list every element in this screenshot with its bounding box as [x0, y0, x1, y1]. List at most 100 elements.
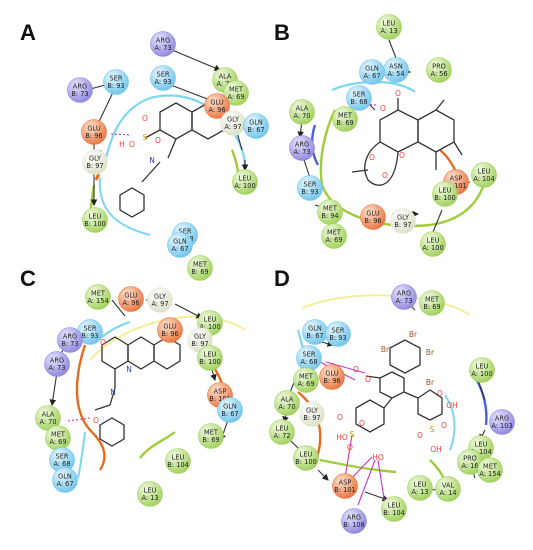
atom-label: O [93, 416, 99, 425]
residue-number: B: 67 [306, 332, 323, 340]
residue-name: ARG [295, 141, 309, 149]
residue-number: A: 56 [430, 70, 447, 78]
residue-number: B: 96 [161, 330, 178, 338]
residue-number: B: 97 [191, 340, 208, 348]
residue-number: A: 70 [216, 80, 233, 88]
panel-letter-a: A [20, 20, 36, 45]
residue-disc [204, 93, 230, 119]
residue-disc [419, 290, 445, 316]
atom-label: O [129, 140, 135, 149]
residue-number: A: 16 [461, 462, 478, 470]
residue-name: SER [157, 71, 170, 79]
residue-name: PRO [432, 63, 446, 71]
residue-number: B: 69 [191, 268, 208, 276]
residue-name: GLY [306, 407, 319, 415]
residue-disc [435, 476, 461, 502]
residue-name: GLY [154, 293, 167, 301]
residue-disc [420, 231, 446, 257]
residue-disc [489, 409, 515, 435]
atom-label: H [119, 140, 125, 149]
atom-label: N [149, 156, 155, 165]
residue-disc [67, 77, 93, 103]
residue-number: A: 100 [234, 182, 255, 190]
residue-disc [103, 69, 129, 95]
residue-name: LEU [172, 454, 185, 462]
residue-disc [157, 317, 183, 343]
residue-disc [391, 284, 417, 310]
residue-number: B: 100 [199, 358, 220, 366]
residue-name: LEU [388, 502, 401, 510]
residue-disc [165, 448, 191, 474]
residue-disc [147, 287, 173, 313]
atom-label: S [143, 133, 148, 142]
residue-name: ARG [495, 415, 509, 423]
residue-number: A: 69 [297, 380, 314, 388]
residue-disc [44, 351, 70, 377]
residue-disc [85, 284, 111, 310]
residue-number: B: 68 [350, 98, 367, 106]
residue-name: ALA [219, 73, 232, 81]
residue-name: VAL [442, 482, 455, 490]
residue-number: A: 100 [199, 323, 220, 331]
residue-number: A: 104 [470, 448, 491, 456]
residue-number: B: 100 [84, 220, 105, 228]
residue-name: LEU [89, 213, 102, 221]
atom-label: Br [409, 330, 418, 339]
residue-name: MET [327, 229, 342, 237]
residue-number: A: 104 [473, 175, 494, 183]
residue-name: GLN [249, 119, 263, 127]
residue-number: B: 96 [323, 377, 340, 385]
residue-number: B: 93 [329, 334, 346, 342]
residue-name: LEU [276, 425, 289, 433]
residue-name: GLN [308, 325, 322, 333]
residue-number: A: 103 [491, 422, 512, 430]
residue-number: B: 73 [71, 90, 88, 98]
residue-name: MET [483, 463, 498, 471]
atom-label: O [100, 338, 106, 347]
residue-disc [432, 181, 458, 207]
panel-letter-c: C [20, 266, 36, 291]
residue-number: B: 101 [445, 182, 466, 190]
residue-disc [232, 169, 258, 195]
residue-name: LEU [239, 175, 252, 183]
residue-disc [118, 286, 144, 312]
residue-name: ARG [397, 290, 411, 298]
atom-label: O [155, 136, 161, 145]
residue-disc [57, 327, 83, 353]
residue-number: B: 93 [107, 82, 124, 90]
residue-number: A: 73 [293, 148, 310, 156]
residue-name: GLY [194, 333, 207, 341]
residue-disc [341, 508, 367, 534]
residue-disc [407, 475, 433, 501]
atom-label: O [142, 114, 148, 123]
residue-disc [297, 175, 323, 201]
residue-name: LEU [144, 487, 157, 495]
residue-number: B: 97 [394, 221, 411, 229]
atom-label: N [110, 388, 116, 397]
residue-name: ALA [281, 396, 294, 404]
residue-name: MET [91, 290, 106, 298]
residue-number: B: 101 [334, 486, 355, 494]
